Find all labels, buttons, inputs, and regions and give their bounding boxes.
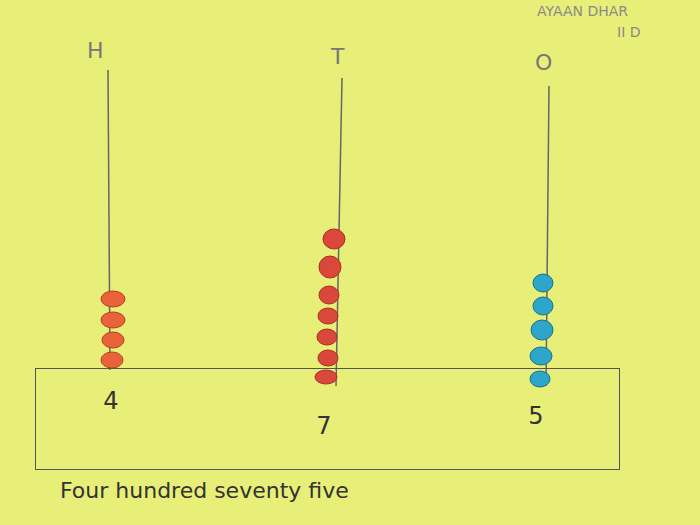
place-digit: 5 (528, 402, 543, 430)
base-box: 4 7 5 (35, 368, 620, 470)
hundreds-beads (101, 291, 125, 368)
place-header: H (87, 38, 104, 63)
class-label: II D (617, 24, 641, 40)
tens-beads (315, 229, 345, 384)
rod (546, 86, 549, 386)
ones-beads (530, 274, 553, 387)
place-digit: 4 (103, 387, 118, 415)
number-words: Four hundred seventy five (60, 478, 349, 503)
student-name: AYAAN DHAR (537, 3, 628, 19)
place-header: T (331, 44, 344, 69)
place-digit: 7 (316, 412, 331, 440)
place-header: O (535, 50, 552, 75)
